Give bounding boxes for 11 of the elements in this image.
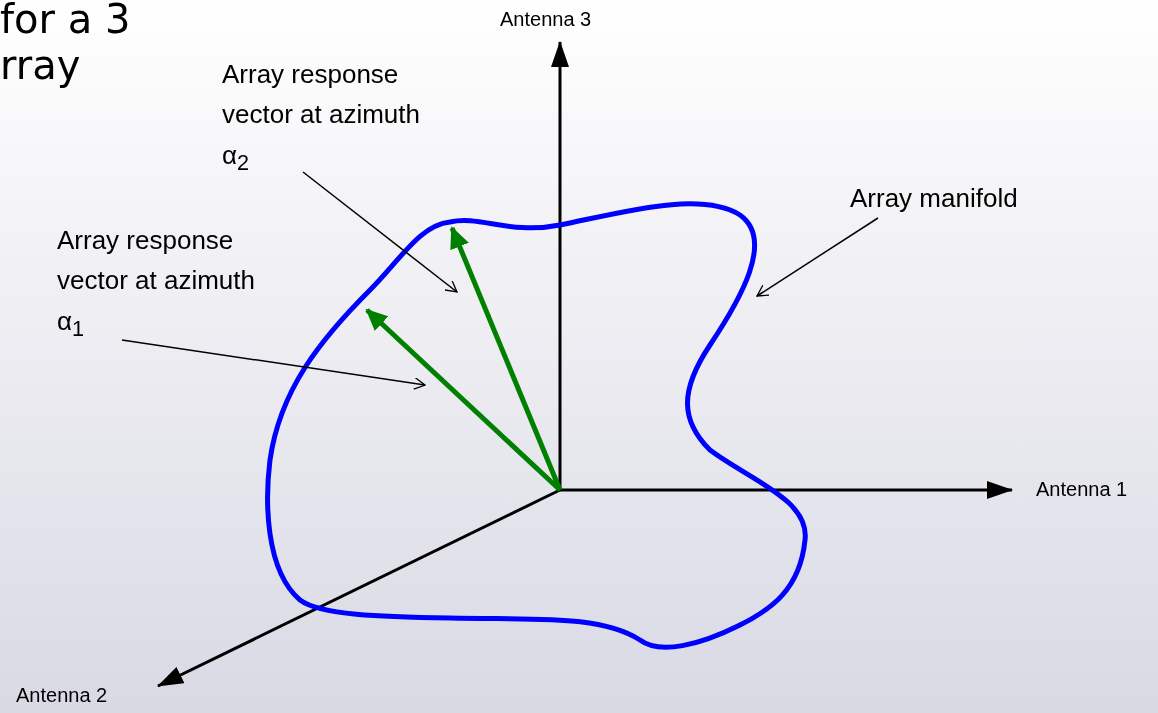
- manifold-curve: [265, 201, 808, 650]
- axis-label: Antenna 1: [1036, 478, 1128, 501]
- axis-label: Antenna 3: [500, 8, 592, 31]
- slide-title: for a 3 rray: [0, 0, 132, 88]
- leader-line: [302, 171, 458, 293]
- axis-label: Antenna 2: [16, 684, 108, 707]
- callout-text: Array manifold: [850, 178, 1070, 219]
- leader-line: [121, 339, 426, 390]
- leader-line: [756, 217, 879, 297]
- callout-text: Array response vector at azimuth α$_{1}$: [57, 220, 279, 346]
- callout-text: Array response vector at azimuth α$_{2}$: [222, 54, 444, 180]
